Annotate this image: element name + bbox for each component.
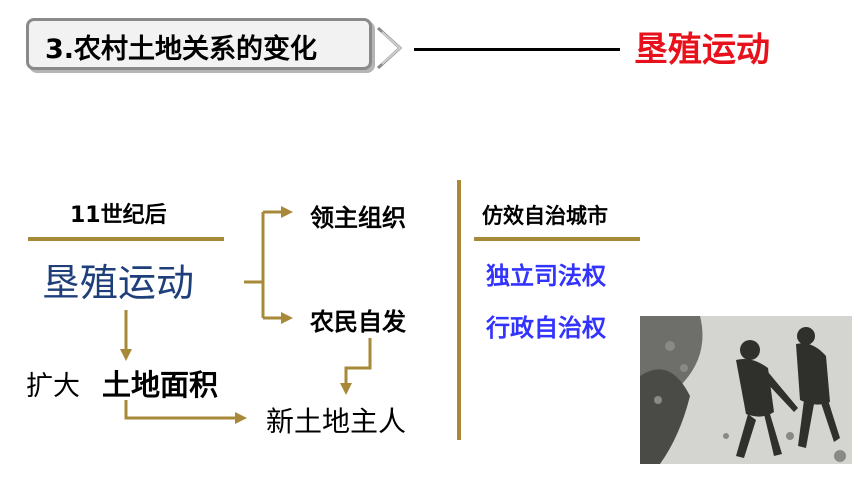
result-node: 新土地主人 xyxy=(266,405,407,438)
expand-prefix: 扩大 xyxy=(26,371,80,402)
section-divider xyxy=(457,180,461,440)
right-item-judicial: 独立司法权 xyxy=(486,262,606,290)
right-item-administrative: 行政自治权 xyxy=(486,314,606,342)
connector-dash xyxy=(414,48,620,51)
arrow-expand-to-result xyxy=(124,400,247,424)
section-title-box: 3.农村土地关系的变化 xyxy=(26,18,372,70)
branch-bottom: 农民自发 xyxy=(310,308,406,336)
topic-highlight: 垦殖运动 xyxy=(634,30,770,70)
branch-top: 领主组织 xyxy=(310,204,406,232)
right-heading-underline xyxy=(474,237,640,241)
arrow-branch-to-result xyxy=(340,338,372,395)
period-label: 11世纪后 xyxy=(70,203,167,228)
historical-mosaic-image xyxy=(640,316,852,464)
period-underline xyxy=(28,237,224,241)
chevron-right-icon xyxy=(376,26,403,70)
expand-bold: 土地面积 xyxy=(102,368,219,402)
main-node: 垦殖运动 xyxy=(42,261,195,305)
section-title: 3.农村土地关系的变化 xyxy=(45,34,318,65)
right-heading: 仿效自治城市 xyxy=(482,204,608,228)
